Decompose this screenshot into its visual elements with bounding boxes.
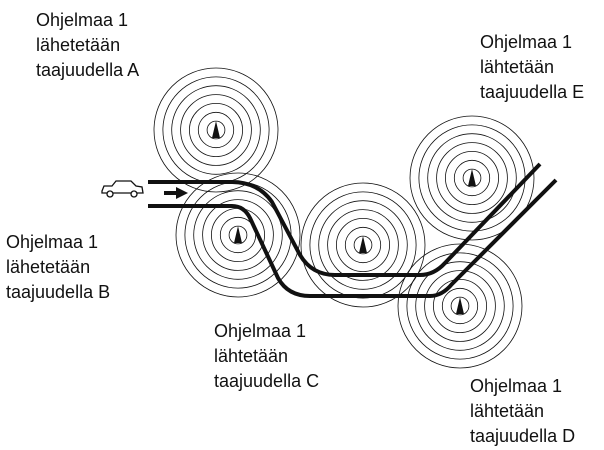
coverage-ring bbox=[219, 216, 257, 254]
coverage-ring bbox=[197, 111, 235, 149]
coverage-ring bbox=[432, 278, 487, 333]
coverage-area-e bbox=[409, 115, 535, 241]
station-b-label: Ohjelmaa 1 lähetetään taajuudella B bbox=[6, 230, 110, 305]
coverage-ring bbox=[335, 217, 390, 272]
station-e-label-line1: Ohjelmaa 1 bbox=[480, 32, 573, 52]
station-e-label-line2: lähtetään bbox=[480, 57, 555, 77]
coverage-area-b bbox=[175, 172, 301, 298]
coverage-ring bbox=[444, 150, 499, 205]
station-d-label: Ohjelmaa 1 lähtetään taajuudella D bbox=[470, 374, 575, 449]
transmitter-tower-icon bbox=[468, 169, 476, 186]
road-edge-upper bbox=[148, 162, 542, 277]
coverage-area-c bbox=[300, 182, 426, 308]
coverage-ring bbox=[327, 209, 399, 281]
transmitter-tower-icon bbox=[234, 226, 242, 243]
coverage-ring bbox=[409, 115, 535, 241]
car-icon bbox=[101, 180, 144, 198]
station-c-label-line3: taajuudella C bbox=[214, 371, 320, 391]
coverage-area-a bbox=[153, 67, 279, 193]
transmitter-tower-icon bbox=[359, 236, 367, 253]
coverage-ring bbox=[300, 182, 426, 308]
coverage-ring bbox=[427, 133, 517, 223]
station-d-label-line3: taajuudella D bbox=[470, 426, 576, 446]
coverage-ring bbox=[153, 67, 279, 193]
station-b-label-line1: Ohjelmaa 1 bbox=[6, 232, 99, 252]
station-b-label-line3: taajuudella B bbox=[6, 282, 111, 302]
station-a-label: Ohjelmaa 1 lähetetään taajuudella A bbox=[36, 8, 139, 83]
coverage-areas bbox=[153, 67, 535, 369]
coverage-ring bbox=[344, 226, 382, 264]
coverage-ring bbox=[188, 103, 243, 158]
coverage-ring bbox=[171, 85, 261, 175]
transmitter-tower-icon bbox=[212, 121, 220, 138]
arrow-right-icon bbox=[164, 187, 188, 199]
station-a-label-line3: taajuudella A bbox=[36, 60, 140, 80]
station-c-label: Ohjelmaa 1 lähtetään taajuudella C bbox=[214, 319, 319, 394]
station-b-label-line2: lähetetään bbox=[6, 257, 91, 277]
station-e-label: Ohjelmaa 1 lähtetään taajuudella E bbox=[480, 30, 584, 105]
coverage-ring bbox=[180, 94, 252, 166]
coverage-ring bbox=[202, 199, 274, 271]
coverage-ring bbox=[193, 190, 283, 280]
coverage-ring bbox=[309, 191, 417, 299]
coverage-ring bbox=[318, 200, 408, 290]
coverage-ring bbox=[415, 261, 505, 351]
station-d-label-line1: Ohjelmaa 1 bbox=[470, 376, 563, 396]
coverage-ring bbox=[406, 252, 514, 360]
coverage-ring bbox=[453, 159, 491, 197]
station-e-label-line3: taajuudella E bbox=[480, 82, 585, 102]
road bbox=[148, 162, 558, 298]
station-a-label-line2: lähetetään bbox=[36, 35, 121, 55]
road-edge-lower bbox=[148, 178, 558, 298]
transmitter-tower-icon bbox=[456, 297, 464, 314]
station-c-label-line2: lähtetään bbox=[214, 346, 289, 366]
coverage-ring bbox=[397, 243, 523, 369]
coverage-ring bbox=[436, 142, 508, 214]
coverage-area-d bbox=[397, 243, 523, 369]
station-c-label-line1: Ohjelmaa 1 bbox=[214, 321, 307, 341]
station-d-label-line2: lähtetään bbox=[470, 401, 545, 421]
coverage-ring bbox=[424, 270, 496, 342]
coverage-ring bbox=[441, 287, 479, 325]
coverage-ring bbox=[175, 172, 301, 298]
station-a-label-line1: Ohjelmaa 1 bbox=[36, 10, 129, 30]
